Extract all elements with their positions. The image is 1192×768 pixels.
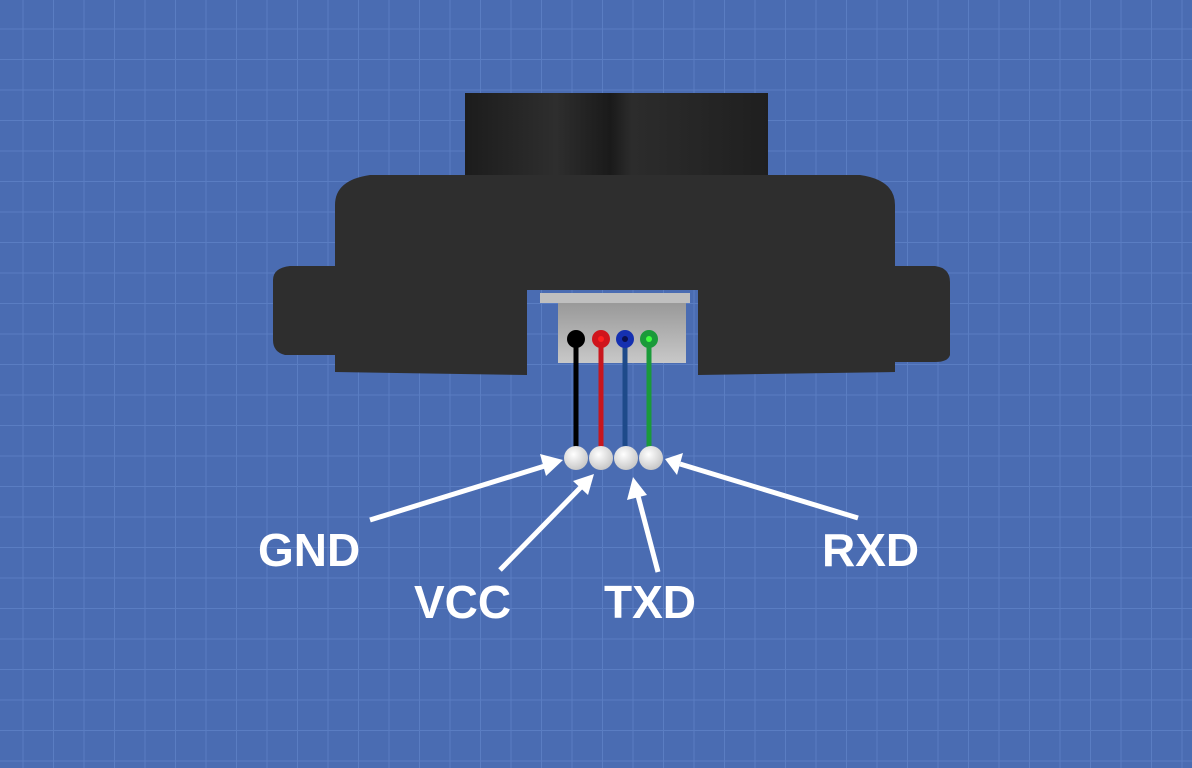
label-vcc: VCC	[414, 576, 511, 628]
pin-gnd	[564, 446, 588, 470]
arrows	[369, 453, 859, 573]
pin-vcc	[589, 446, 613, 470]
pin-rxd	[639, 446, 663, 470]
lens-housing	[465, 93, 768, 188]
pin-txd	[614, 446, 638, 470]
label-txd: TXD	[604, 576, 696, 628]
wires	[564, 330, 663, 470]
sensor-body	[273, 93, 950, 375]
label-gnd: GND	[258, 524, 360, 576]
label-rxd: RXD	[822, 524, 919, 576]
